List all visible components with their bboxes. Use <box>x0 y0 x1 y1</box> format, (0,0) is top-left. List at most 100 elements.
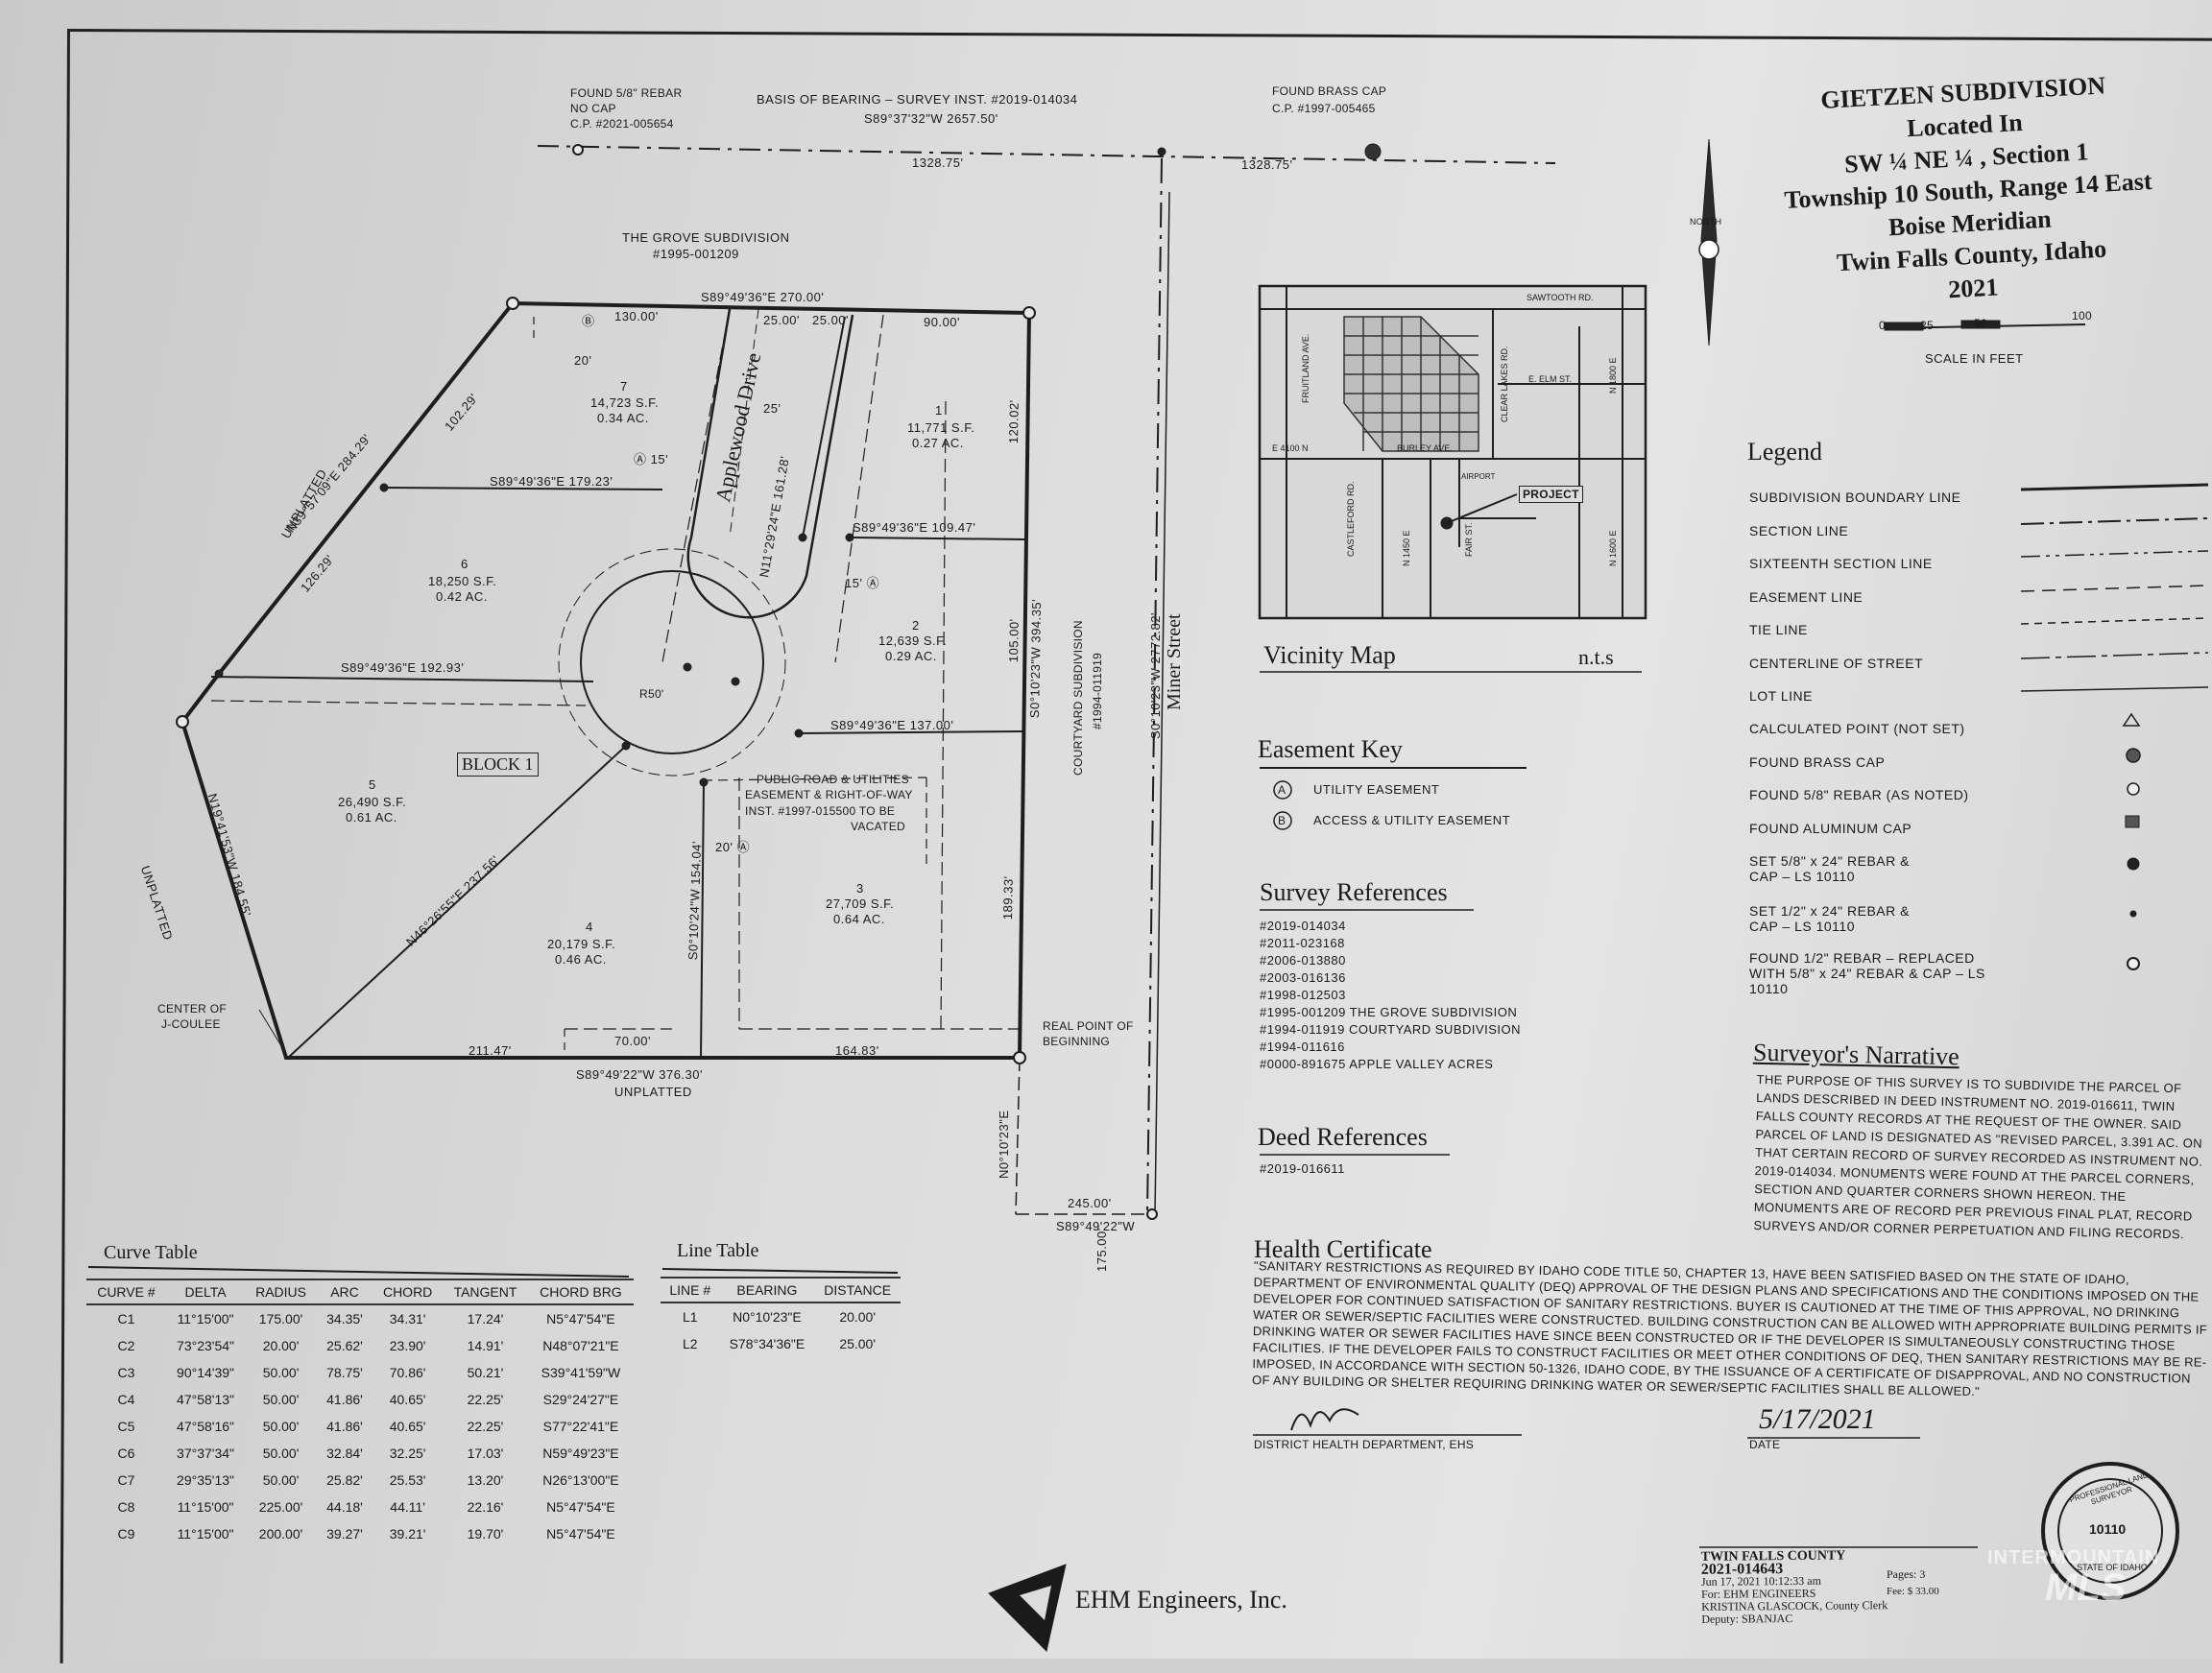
lot2-number: 2 <box>912 618 920 633</box>
table-cell: 17.03' <box>467 1446 504 1461</box>
dist-130: 130.00' <box>614 309 659 323</box>
table-cell: S39°41'59"W <box>541 1365 621 1380</box>
courtyard-subdivision-label: COURTYARD SUBDIVISION <box>1071 620 1085 776</box>
table-cell: 29°35'13" <box>177 1472 235 1488</box>
unplatted-south: UNPLATTED <box>614 1085 692 1099</box>
road-castleford: CASTLEFORD RD. <box>1346 481 1356 557</box>
table-cell: C8 <box>117 1499 135 1515</box>
table-cell: 50.00' <box>262 1419 300 1434</box>
line-table-title: Line Table <box>677 1240 759 1261</box>
road-1600: N 1600 E <box>1608 530 1618 566</box>
table-cell: 44.11' <box>390 1499 425 1515</box>
table-cell: 50.00' <box>262 1472 300 1488</box>
road-elm: E. ELM ST. <box>1528 374 1573 384</box>
table-cell: S77°22'41"E <box>542 1419 619 1434</box>
table-cell: N0°10'23"E <box>733 1309 802 1325</box>
road-sawtooth: SAWTOOTH RD. <box>1527 293 1594 302</box>
table-cell: 47°58'13" <box>177 1392 235 1407</box>
legend-item: SECTION LINE <box>1749 523 1849 538</box>
miner-street-label: Miner Street <box>1164 613 1185 710</box>
south-tie-bearing: N0°10'23"E <box>997 1110 1011 1179</box>
table-cell: 22.25' <box>467 1392 504 1407</box>
table-cell: 22.16' <box>467 1499 504 1515</box>
table-header-cell: CHORD BRG <box>527 1279 634 1305</box>
block-label: BLOCK 1 <box>457 753 539 777</box>
table-cell: 78.75' <box>326 1365 363 1380</box>
lot6-number: 6 <box>461 557 469 571</box>
survey-ref: #1994-011616 <box>1260 1040 1345 1054</box>
road-fruitland: FRUITLAND AVE. <box>1301 333 1310 403</box>
no-cap-label: NO CAP <box>570 102 616 115</box>
lot3-number: 3 <box>856 881 864 896</box>
dist-211: 211.47' <box>469 1043 512 1058</box>
table-cell: 23.90' <box>389 1338 426 1353</box>
easement-a-20-lot3: 20' Ⓐ <box>715 840 751 854</box>
lot5-ac: 0.61 AC. <box>346 810 397 825</box>
survey-ref: #1995-001209 THE GROVE SUBDIVISION <box>1260 1005 1518 1019</box>
east-line-bearing: S0°10'23"W 394.35' <box>1027 598 1045 719</box>
table-cell: N26°13'00"E <box>542 1472 619 1488</box>
recording-deputy: Deputy: SBANJAC <box>1701 1612 1793 1626</box>
table-cell: 25.00' <box>839 1336 877 1351</box>
table-cell: 200.00' <box>258 1526 303 1542</box>
dist-25b: 25.00' <box>812 313 850 327</box>
table-cell: S78°34'36"E <box>729 1336 805 1351</box>
legend-item: SET 5/8" x 24" REBAR & CAP – LS 10110 <box>1749 853 1910 884</box>
table-cell: 25.62' <box>326 1338 363 1353</box>
table-cell: 25.82' <box>326 1472 363 1488</box>
table-header-cell: BEARING <box>719 1277 815 1303</box>
easement-key-item-b: ACCESS & UTILITY EASEMENT <box>1313 813 1511 827</box>
real-pob-2: BEGINNING <box>1043 1035 1111 1048</box>
table-cell: N5°47'54"E <box>546 1526 615 1542</box>
survey-ref: #2006-013880 <box>1260 953 1346 968</box>
vicinity-map-frame <box>1258 284 1647 620</box>
table-cell: 20.00' <box>262 1338 300 1353</box>
scale-tick-50: 50 <box>1974 317 1987 330</box>
lot5-number: 5 <box>369 777 376 792</box>
miner-street-line <box>1154 191 1170 1215</box>
vicinity-nts: n.t.s <box>1578 645 1614 669</box>
found-brass-cap-label: FOUND BRASS CAP <box>1272 84 1387 98</box>
table-cell: C9 <box>117 1526 135 1542</box>
lot1-ac: 0.27 AC. <box>912 436 964 450</box>
south-tie-distance: 175.00' <box>1094 1228 1109 1272</box>
dist-105: 105.00' <box>1006 618 1022 663</box>
firm-name: EHM Engineers, Inc. <box>1075 1586 1287 1613</box>
survey-references-title: Survey References <box>1260 878 1448 906</box>
table-cell: 25.53' <box>389 1472 426 1488</box>
easement-key-symbol-a: A <box>1278 783 1286 797</box>
center-coulee-2: J-COULEE <box>161 1017 221 1031</box>
table-cell: 41.86' <box>326 1392 363 1407</box>
bottom-bearing: S89°49'22"W 376.30' <box>576 1067 703 1082</box>
watermark-line2: MLS <box>2045 1566 2127 1609</box>
lot2-ac: 0.29 AC. <box>885 649 937 663</box>
table-cell: 50.00' <box>262 1446 300 1461</box>
legend-item: SET 1/2" x 24" REBAR & CAP – LS 10110 <box>1749 903 1910 934</box>
easement-a-15-lot7: Ⓐ 15' <box>634 452 669 466</box>
narrative-text: THE PURPOSE OF THIS SURVEY IS TO SUBDIVI… <box>1753 1071 2203 1242</box>
table-cell: C7 <box>117 1472 135 1488</box>
table-cell: 47°58'16" <box>177 1419 235 1434</box>
table-cell: 34.31' <box>389 1311 426 1326</box>
table-cell: 50.00' <box>262 1365 300 1380</box>
lot1-number: 1 <box>935 403 943 418</box>
table-cell: C1 <box>117 1311 135 1326</box>
lot6-sf: 18,250 S.F. <box>428 574 497 588</box>
lot5-sf: 26,490 S.F. <box>338 795 407 809</box>
scale-tick-0: 0 <box>1879 319 1886 332</box>
scale-tick-25: 25 <box>1920 319 1934 332</box>
legend-item: CENTERLINE OF STREET <box>1749 656 1924 671</box>
public-road-label-4: VACATED <box>851 820 905 833</box>
legend-title: Legend <box>1747 438 1822 466</box>
table-header-cell: CURVE # <box>86 1279 166 1305</box>
lot4-number: 4 <box>586 920 593 934</box>
legend-item: FOUND 5/8" REBAR (AS NOTED) <box>1749 787 1969 802</box>
legend-item: EASEMENT LINE <box>1749 589 1863 605</box>
scale-tick-100: 100 <box>2072 309 2092 323</box>
dist-left: 1328.75' <box>912 155 964 170</box>
